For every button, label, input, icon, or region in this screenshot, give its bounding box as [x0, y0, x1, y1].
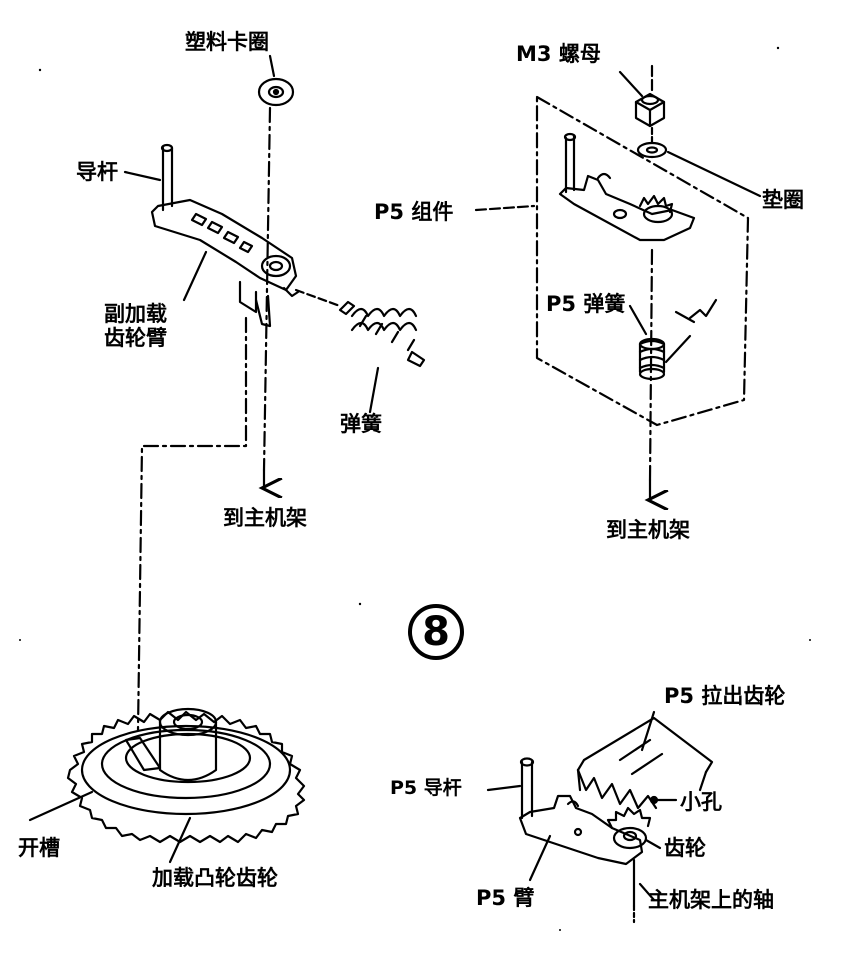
scan-specks [19, 46, 811, 931]
p5-assembly-label: P5 组件 [374, 200, 454, 224]
aux-arm-part [150, 198, 300, 328]
guide-rod-part [160, 143, 174, 212]
p5-arm-label: P5 臂 [476, 886, 535, 910]
p5-spring-label: P5 弹簧 [546, 292, 626, 316]
aux-arm-label: 副加载 齿轮臂 [104, 302, 167, 351]
p5-guide-leader [486, 784, 522, 792]
aux-arm-leader [182, 250, 208, 302]
bottom-right-part [518, 716, 714, 924]
frame-shaft-label: 主机架上的轴 [648, 888, 774, 912]
slot-label: 开槽 [18, 836, 60, 860]
plastic-clip-label: 塑料卡圈 [185, 30, 269, 54]
gear-leader [644, 838, 662, 850]
pullout-gear-leader [640, 710, 656, 752]
p5-assembly-part [558, 132, 696, 242]
washer-part [636, 141, 668, 159]
cam-gear-label: 加载凸轮齿轮 [152, 866, 278, 890]
cam-gear-part [66, 707, 306, 844]
small-hole-label: 小孔 [680, 790, 722, 814]
step-number-badge: 8 [408, 604, 464, 660]
pullout-gear-label: P5 拉出齿轮 [664, 684, 786, 708]
slot-leader [28, 790, 94, 822]
spring-leader [368, 366, 380, 414]
plastic-clip-part [257, 77, 295, 107]
spring-label: 弹簧 [340, 412, 382, 436]
right-to-frame-label: 到主机架 [606, 518, 690, 542]
shaft-leader [638, 882, 656, 902]
p5-spring-leader [628, 304, 648, 336]
nut-leader [618, 70, 644, 98]
washer-leader [666, 150, 762, 198]
left-to-frame-label: 到主机架 [223, 506, 307, 530]
guide-rod-leader [123, 170, 162, 182]
cam-gear-leader [168, 816, 192, 864]
washer-label: 垫圈 [762, 188, 804, 212]
p5-assembly-leader [474, 204, 536, 212]
p5-arm-leader [528, 834, 552, 882]
p5-guide-rod-label: P5 导杆 [390, 777, 462, 799]
gear-label: 齿轮 [664, 836, 706, 860]
p5-spring-part [638, 298, 718, 381]
left-axis-line [262, 106, 272, 472]
clip-leader [268, 54, 276, 78]
spring-part [294, 288, 426, 368]
p5-assembly-frame [535, 95, 750, 427]
m3-nut-part [634, 92, 666, 128]
nut-label: M3 螺母 [516, 42, 601, 66]
guide-rod-label: 导杆 [76, 160, 118, 184]
arm-to-cam-path [136, 316, 248, 732]
